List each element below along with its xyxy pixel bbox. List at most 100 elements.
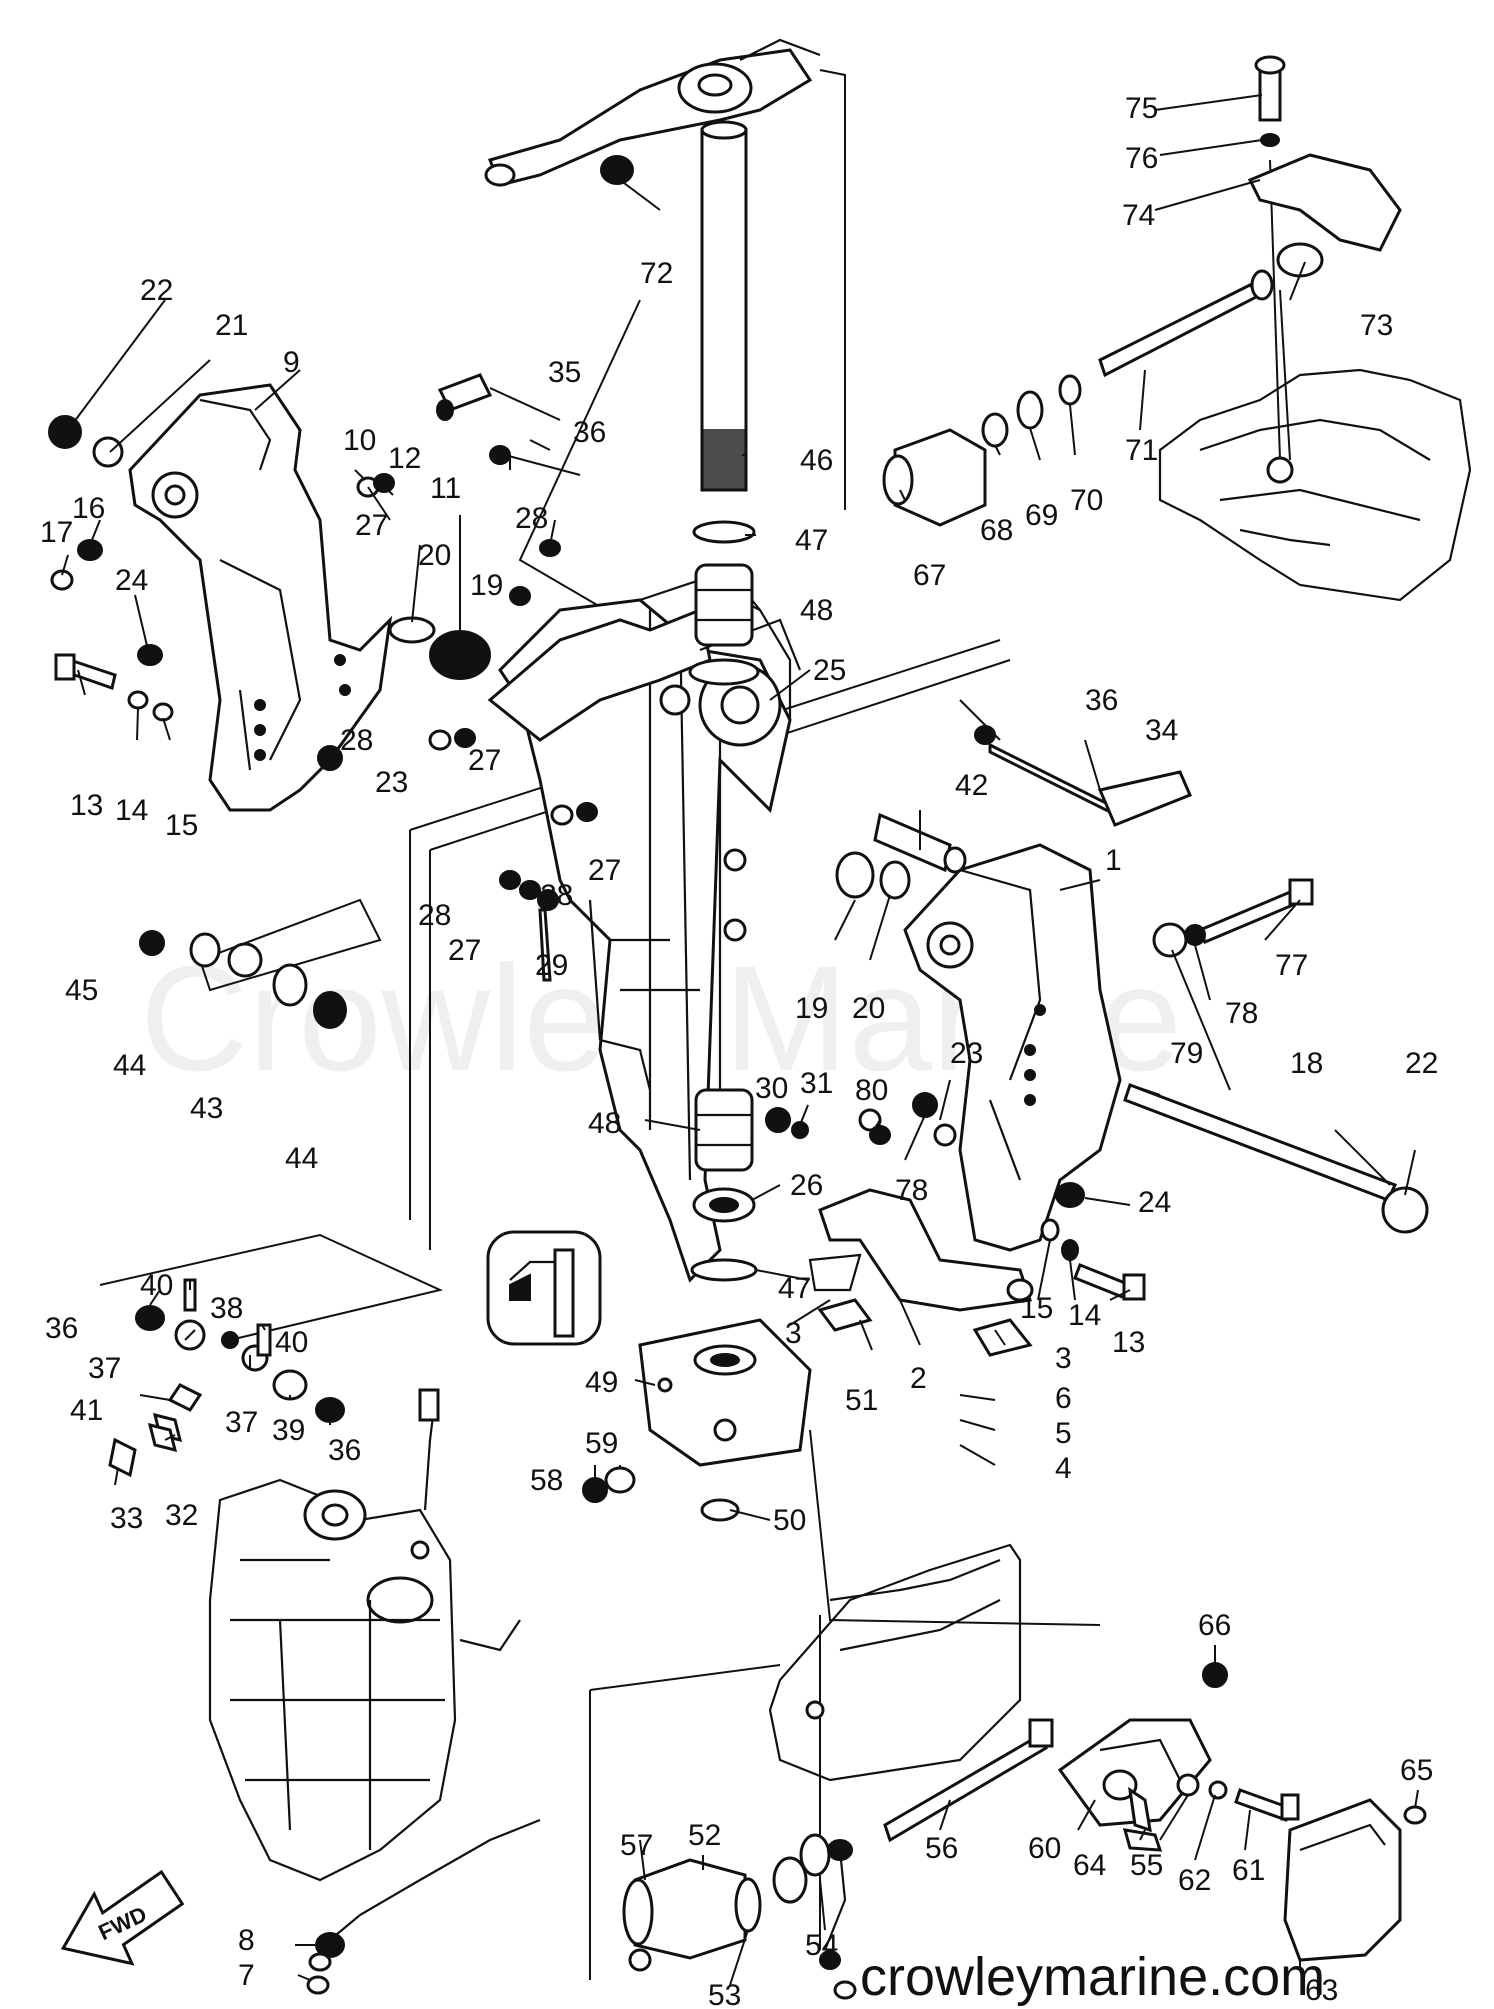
callout-42: 42 (955, 769, 988, 802)
callout-5: 5 (1055, 1417, 1072, 1450)
callout-13b: 13 (1112, 1326, 1145, 1359)
upper-mount-assembly (882, 269, 1274, 527)
upper-clamp-74 (1247, 55, 1402, 278)
callout-78a: 78 (1225, 997, 1258, 1030)
callout-12: 12 (388, 442, 421, 475)
callout-44a: 44 (113, 1049, 146, 1082)
callout-36c: 36 (45, 1312, 78, 1345)
ground-lead-54 (819, 1839, 857, 2000)
callout-27a: 27 (355, 509, 388, 542)
callout-24a: 24 (115, 564, 148, 597)
callout-32: 32 (165, 1499, 198, 1532)
callout-20a: 20 (418, 539, 451, 572)
power-trim-tilt-unit (208, 1388, 521, 1882)
callout-14a: 14 (115, 794, 148, 827)
callout-66: 66 (1198, 1609, 1231, 1642)
callout-15a: 15 (165, 809, 198, 842)
upper-small-hardware (436, 373, 1192, 874)
callout-38: 38 (210, 1292, 243, 1325)
lower-mount-52 (622, 1833, 831, 1972)
callout-46: 46 (800, 444, 833, 477)
callout-55: 55 (1130, 1849, 1163, 1882)
callout-22b: 22 (1405, 1047, 1438, 1080)
swivel-top-casting (487, 607, 802, 747)
cover-63 (1283, 1798, 1402, 1962)
callout-33: 33 (110, 1502, 143, 1535)
forward-direction-arrow: FWD (60, 1869, 185, 1966)
callout-68: 68 (980, 514, 1013, 547)
callout-37a: 37 (88, 1352, 121, 1385)
callout-78b: 78 (895, 1174, 928, 1207)
callout-39: 39 (272, 1414, 305, 1447)
callout-63: 63 (1305, 1974, 1338, 2007)
callout-27c: 27 (588, 854, 621, 887)
callout-47b: 47 (778, 1272, 811, 1305)
website-url: crowleymarine.com (860, 1947, 1325, 2007)
callout-25: 25 (813, 654, 846, 687)
callout-28b: 28 (340, 724, 373, 757)
callout-16: 16 (72, 492, 105, 525)
callout-35: 35 (548, 356, 581, 389)
seal-detail-inset (486, 1230, 602, 1346)
steering-shaft (700, 120, 748, 492)
callout-14b: 14 (1068, 1299, 1101, 1332)
callout-20b: 20 (852, 992, 885, 1025)
callout-60: 60 (1028, 1832, 1061, 1865)
lower-clamp-60 (1057, 1718, 1212, 1852)
callout-6: 6 (1055, 1382, 1072, 1415)
callout-2: 2 (910, 1362, 927, 1395)
callout-53: 53 (708, 1979, 741, 2009)
callout-70: 70 (1070, 484, 1103, 517)
lower-bushing-stack (690, 1088, 758, 1282)
tilt-tube-18 (1123, 1083, 1429, 1234)
leader-lines (61, 94, 1419, 1986)
callout-57: 57 (620, 1829, 653, 1862)
callout-79: 79 (1170, 1037, 1203, 1070)
steering-arm (484, 38, 821, 187)
callout-27b: 27 (468, 744, 501, 777)
callout-23b: 23 (950, 1037, 983, 1070)
callout-49: 49 (585, 1366, 618, 1399)
callout-62: 62 (1178, 1864, 1211, 1897)
callout-28a: 28 (515, 502, 548, 535)
callout-43: 43 (190, 1092, 223, 1125)
callout-74: 74 (1122, 199, 1155, 232)
callout-1: 1 (1105, 844, 1122, 877)
callout-27d: 27 (448, 934, 481, 967)
callout-36b: 36 (1085, 684, 1118, 717)
callout-65: 65 (1400, 1754, 1433, 1787)
callout-31: 31 (800, 1067, 833, 1100)
callout-45: 45 (65, 974, 98, 1007)
callout-41: 41 (70, 1394, 103, 1427)
lower-casing-outline (768, 1543, 1022, 1782)
callout-48a: 48 (800, 594, 833, 627)
callout-24b: 24 (1138, 1186, 1171, 1219)
callout-40a: 40 (140, 1269, 173, 1302)
callout-labels: 1 2 3 3 4 5 6 7 8 9 10 11 12 13 13 14 14… (40, 92, 1438, 2009)
callout-19b: 19 (795, 992, 828, 1025)
callout-9: 9 (283, 346, 300, 379)
callout-77: 77 (1275, 949, 1308, 982)
callout-10: 10 (343, 424, 376, 457)
callout-36a: 36 (573, 416, 606, 449)
callout-40b: 40 (275, 1326, 308, 1359)
callout-13a: 13 (70, 789, 103, 822)
small-hardware-items (48, 415, 1206, 1261)
right-clamp-bracket (903, 843, 1122, 1252)
callout-26: 26 (790, 1169, 823, 1202)
callout-15b: 15 (1020, 1292, 1053, 1325)
left-bolt-13 (54, 653, 117, 690)
callout-72: 72 (640, 257, 673, 290)
callout-71: 71 (1125, 434, 1158, 467)
left-clamp-bracket (128, 383, 393, 812)
callout-21: 21 (215, 309, 248, 342)
lower-mount-bracket (808, 1188, 1034, 1357)
upper-housing-outline (1158, 368, 1472, 602)
callout-48b: 48 (588, 1107, 621, 1140)
callout-18: 18 (1290, 1047, 1323, 1080)
callout-3b: 3 (1055, 1342, 1072, 1375)
callout-19a: 19 (470, 569, 503, 602)
callout-50: 50 (773, 1504, 806, 1537)
nut-72 (600, 155, 634, 185)
